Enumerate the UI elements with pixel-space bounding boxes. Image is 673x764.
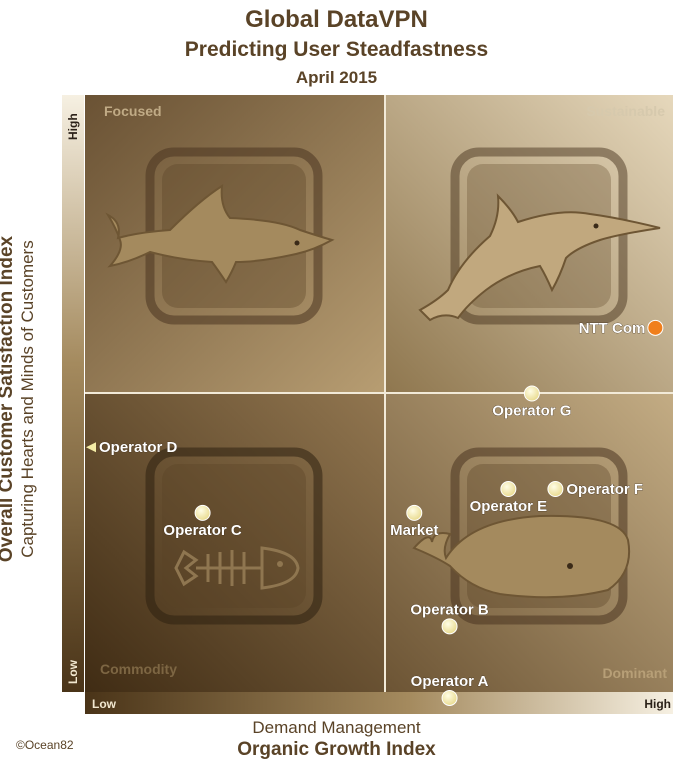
fish-skeleton-icon [145,447,323,625]
copyright: ©Ocean82 [16,738,74,752]
x-axis-title-sub: Demand Management [252,718,421,737]
y-axis-title: Overall Customer Satisfaction Index Capt… [0,119,38,679]
point-label-operator-c: Operator C [163,522,242,539]
point-label-operator-d: Operator D [99,439,178,456]
x-axis-bar [85,692,673,714]
shark-icon [105,147,335,325]
point-market [406,504,423,521]
point-operator-a [441,689,458,706]
x-axis-title-main: Organic Growth Index [237,739,436,760]
point-operator-e [500,481,517,498]
quadrant-label-dominant: Dominant [602,665,667,681]
chart-subtitle: Predicting User Steadfastness [184,38,489,61]
point-label-operator-e: Operator E [470,498,548,515]
y-tick-low: Low [66,659,80,684]
quadrant-commodity [85,394,384,692]
y-axis-title-main: Overall Customer Satisfaction Index [0,235,17,563]
point-operator-f [547,481,564,498]
x-tick-high: High [644,697,671,711]
point-label-operator-a: Operator A [411,673,489,690]
quadrant-label-sustainable: Sustainable [586,103,665,119]
whale-icon [412,447,630,625]
point-operator-g [523,385,540,402]
dolphin-icon [418,147,661,325]
point-operator-b [441,618,458,635]
point-label-operator-f: Operator F [566,481,643,498]
chart-date: April 2015 [295,68,378,87]
point-operator-d [86,442,96,453]
y-axis-title-sub: Capturing Hearts and Minds of Customers [18,240,37,558]
point-label-operator-g: Operator G [492,403,571,420]
y-axis-bar [62,95,84,692]
point-operator-c [194,504,211,521]
point-ntt-com [647,319,664,336]
point-label-market: Market [390,522,438,539]
x-tick-low: Low [92,697,117,711]
quadrant-label-commodity: Commodity [100,661,177,677]
chart-title: Global DataVPN [245,6,428,33]
y-tick-high: High [66,113,80,140]
point-label-operator-b: Operator B [410,601,489,618]
point-label-ntt-com: NTT Com [579,320,646,337]
quadrant-label-focused: Focused [104,103,162,119]
